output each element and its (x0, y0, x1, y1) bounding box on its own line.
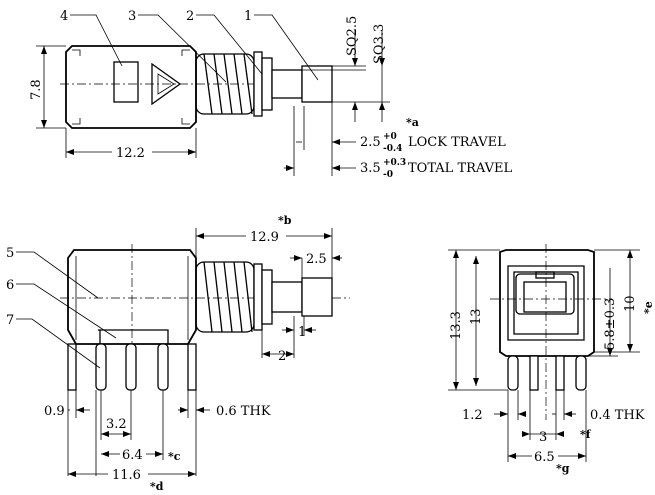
end-view: 13.3 13 10 *e 5.8±0.3 1.2 (448, 244, 655, 475)
height-outer-label: 13.3 (449, 311, 464, 340)
callout-6: 6 (6, 278, 14, 293)
side-view: 12.9 *b 2.5 1 2 0.9 (6, 214, 350, 493)
pin-thk-label: 0.6 THK (216, 404, 271, 419)
pitch-label: 3 (539, 430, 547, 445)
upper-label: 10 (623, 295, 638, 312)
lock-travel-tol-up: +0 (383, 132, 397, 142)
total-travel-tol-up: +0.3 (383, 158, 406, 168)
step1-label: 1 (298, 325, 306, 340)
lock-travel-value: 2.5 (360, 135, 381, 150)
total-travel-label: TOTAL TRAVEL (408, 161, 513, 176)
left-pin-label: 1.2 (462, 408, 483, 423)
step2-label: 2 (278, 349, 286, 364)
note-b: *b (278, 214, 292, 227)
lock-travel-label: LOCK TRAVEL (408, 135, 506, 150)
pin-width-label: 0.9 (44, 404, 65, 419)
lock-travel-tol-down: -0.4 (383, 144, 402, 154)
top-view: SQ2.5 SQ3.3 7.8 12.2 *a 2.5 +0 -0.4 LOCK… (29, 9, 513, 180)
pitch1-label: 3.2 (106, 417, 127, 432)
center-label: 5.8±0.3 (603, 298, 618, 350)
note-c: *c (168, 450, 181, 463)
note-e: *e (642, 301, 655, 314)
note-g: *g (556, 462, 570, 475)
callout-5: 5 (6, 246, 14, 261)
sq-small-label: SQ2.5 (345, 16, 360, 56)
height-label: 7.8 (29, 79, 44, 100)
overall-label: 12.9 (250, 230, 279, 245)
plunger-label: 2.5 (306, 252, 327, 267)
total-travel-value: 3.5 (360, 161, 381, 176)
callout-7: 7 (6, 313, 14, 328)
total-travel-tol-down: -0 (383, 170, 393, 180)
note-f: *f (580, 428, 592, 441)
width-label: 12.2 (116, 146, 145, 161)
thk-label: 0.4 THK (590, 408, 645, 423)
height-inner-label: 13 (469, 308, 484, 325)
callout-1: 1 (244, 9, 252, 24)
span-label: 11.6 (112, 468, 141, 483)
note-d: *d (150, 480, 164, 493)
width-end-label: 6.5 (534, 450, 555, 465)
pitch2-label: 6.4 (122, 448, 143, 463)
callout-2: 2 (186, 9, 194, 24)
callout-4: 4 (60, 9, 68, 24)
sq-large-label: SQ3.3 (372, 24, 387, 64)
note-a: *a (406, 116, 419, 129)
callout-3: 3 (128, 9, 136, 24)
